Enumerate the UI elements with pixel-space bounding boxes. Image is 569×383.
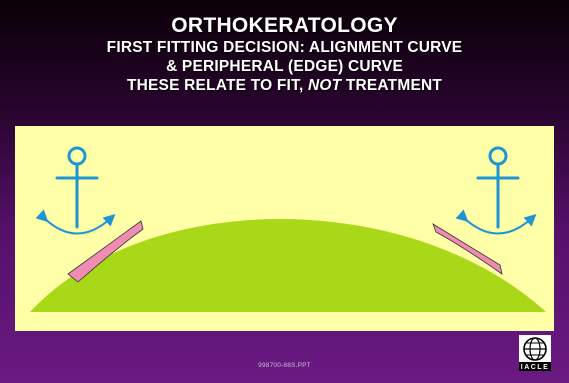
anchor-icon xyxy=(478,148,518,227)
title-block: ORTHOKERATOLOGY FIRST FITTING DECISION: … xyxy=(0,14,569,95)
orthok-lens-diagram xyxy=(15,126,554,331)
footer-file-code: 998700-88S.PPT xyxy=(0,362,569,369)
logo-wordmark: IACLE xyxy=(521,364,550,371)
subtitle-line-3-end: TREATMENT xyxy=(341,77,442,94)
cornea-shape xyxy=(30,219,546,312)
slide-title: ORTHOKERATOLOGY xyxy=(0,14,569,38)
subtitle-line-2: & PERIPHERAL (EDGE) CURVE xyxy=(0,57,569,76)
subtitle-line-3: THESE RELATE TO FIT, NOT TREATMENT xyxy=(0,76,569,95)
subtitle-line-3-start: THESE RELATE TO FIT, xyxy=(127,77,308,94)
diagram-panel xyxy=(15,126,554,331)
anchor-icon xyxy=(57,148,97,227)
globe-logo-icon: IACLE xyxy=(519,335,551,371)
subtitle-line-1: FIRST FITTING DECISION: ALIGNMENT CURVE xyxy=(0,38,569,57)
subtitle-emphasis-not: NOT xyxy=(308,77,341,94)
